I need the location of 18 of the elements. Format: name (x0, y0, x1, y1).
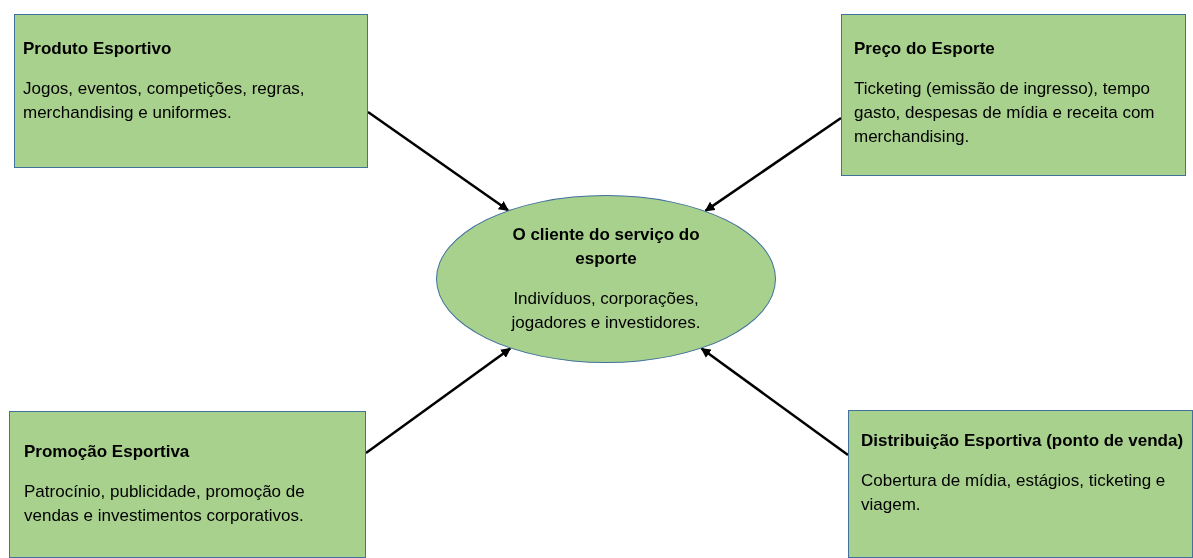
box-heading: Distribuição Esportiva (ponto de venda) (861, 430, 1184, 452)
box-description: Indivíduos, corporações, jogadores e investidores. (510, 288, 702, 334)
category-box (848, 410, 1193, 558)
box-description: Patrocínio, publicidade, promoção de vendas e investimentos corporativos. (24, 481, 306, 527)
box-description: Ticketing (emissão de ingresso), tempo gasto, despesas de mídia e receita com merchandising. (854, 78, 1156, 148)
arrow (365, 347, 512, 454)
box-heading: Produto Esportivo (23, 38, 173, 60)
category-box (14, 14, 368, 168)
box-heading: O cliente do serviço do esporte (511, 224, 701, 270)
arrow (704, 116, 842, 212)
box-description: Jogos, eventos, competições, regras, merchandising e uniformes. (23, 78, 306, 124)
category-box (9, 411, 366, 558)
box-heading: Preço do Esporte (854, 38, 996, 60)
arrow (367, 110, 509, 212)
arrow (700, 347, 849, 456)
box-heading: Promoção Esportiva (24, 441, 191, 463)
category-box (841, 14, 1186, 176)
box-description: Cobertura de mídia, estágios, ticketing e viagem. (861, 470, 1167, 516)
